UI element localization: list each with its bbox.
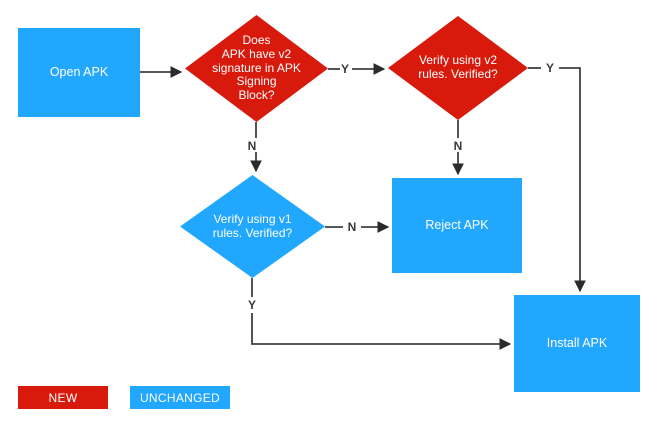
edge-verifyv1-yes [251, 278, 512, 350]
edge-label-verifyv1-yes: Y [247, 298, 256, 312]
legend-item-new: NEW [18, 386, 108, 409]
diamond-shape-verify-v2 [388, 16, 528, 120]
node-reject-apk-label: Reject APK [425, 218, 489, 233]
node-verify-v1[interactable]: Verify using v1 rules. Verified? [180, 175, 325, 278]
edge-label-v2check-no: N [247, 139, 257, 153]
node-verify-v1-label: Verify using v1 rules. Verified? [212, 211, 293, 240]
node-install-apk[interactable]: Install APK [514, 295, 640, 392]
diamond-shape-verify-v1 [180, 175, 325, 278]
node-reject-apk[interactable]: Reject APK [392, 178, 522, 273]
legend-item-unchanged: UNCHANGED [130, 386, 230, 409]
legend-item-unchanged-label: UNCHANGED [139, 390, 221, 405]
edge-label-verifyv2-yes: Y [545, 61, 554, 75]
node-verify-v2-label: Verify using v2 rules. Verified? [418, 53, 498, 81]
edge-verifyv2-yes [528, 67, 586, 293]
node-has-v2-signature[interactable]: Does APK have v2 signature in APK Signin… [185, 15, 328, 122]
edge-label-verifyv2-no: N [453, 139, 463, 153]
node-install-apk-label: Install APK [546, 336, 608, 351]
node-open-apk[interactable]: Open APK [18, 28, 140, 117]
edge-label-verifyv1-no: N [347, 220, 357, 234]
edge-label-v2check-yes: Y [340, 62, 349, 76]
legend-item-new-label: NEW [48, 390, 78, 405]
node-has-v2-signature-label: Does APK have v2 signature in APK Signin… [212, 33, 301, 103]
node-verify-v2[interactable]: Verify using v2 rules. Verified? [388, 16, 528, 120]
diamond-shape-has-v2-signature [185, 15, 328, 122]
node-open-apk-label: Open APK [49, 65, 109, 80]
